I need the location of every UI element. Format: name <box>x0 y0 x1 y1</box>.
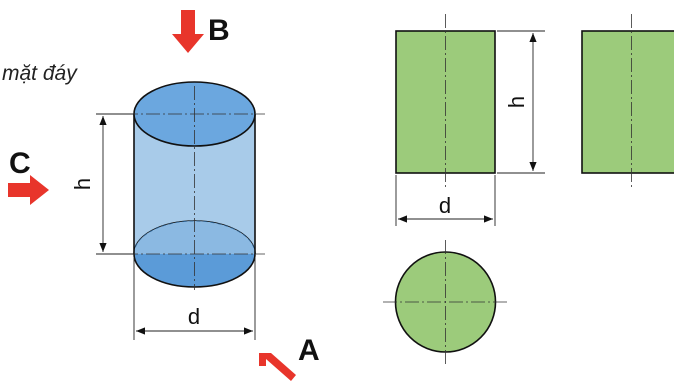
arrow-b-icon <box>172 10 204 53</box>
arrow-b-label: B <box>208 14 230 47</box>
front-view <box>395 14 496 190</box>
arrow-a-icon <box>259 353 296 381</box>
cylinder-diameter-label: d <box>188 304 200 329</box>
front-height-dimension: h <box>497 30 545 174</box>
top-view <box>383 240 509 366</box>
cylinder-height-dimension: h <box>70 113 134 255</box>
view-arrow-c: C <box>8 147 49 205</box>
arrow-c-label: C <box>9 147 31 180</box>
view-arrow-b: B <box>172 10 230 53</box>
base-face-label: mặt đáy <box>2 62 78 85</box>
side-view <box>581 14 674 190</box>
cylinder-3d <box>124 81 265 290</box>
front-diameter-label: d <box>439 193 451 218</box>
arrow-c-icon <box>8 175 49 205</box>
view-arrow-a: A <box>259 334 320 381</box>
cylinder-diameter-dimension: d <box>133 258 256 340</box>
cylinder-height-label: h <box>70 178 95 190</box>
side-view-rectangle <box>581 30 674 174</box>
arrow-a-label: A <box>298 334 320 367</box>
front-diameter-dimension: d <box>395 175 496 226</box>
front-height-label: h <box>504 96 529 108</box>
